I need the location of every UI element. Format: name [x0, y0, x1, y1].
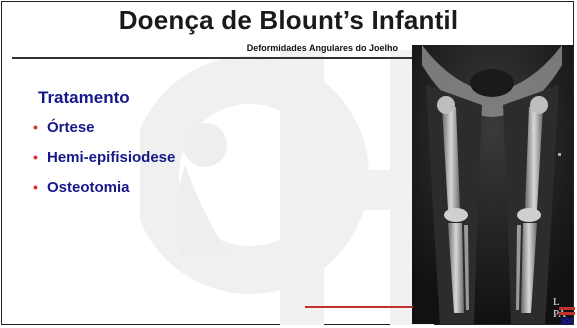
accent-line — [305, 306, 413, 308]
xray-image: L PA — [412, 45, 573, 324]
bullet-text: Osteotomia — [47, 179, 130, 196]
watermark-logo — [140, 50, 434, 325]
bullet-item-ortese: • Órtese — [33, 119, 175, 149]
xray-illustration — [412, 45, 573, 324]
bullet-marker-icon: • — [33, 119, 38, 135]
section-heading: Tratamento — [38, 88, 130, 107]
bullet-text: Hemi-epifisiodese — [47, 149, 176, 166]
title-divider — [12, 57, 412, 59]
xray-label-l: L — [553, 296, 560, 308]
slide-subtitle: Deformidades Angulares do Joelho — [246, 43, 398, 53]
bullet-item-osteotomia: • Osteotomia — [33, 179, 175, 209]
bullet-list: • Órtese • Hemi-epifisiodese • Osteotomi… — [33, 119, 175, 209]
corner-logo-icon — [559, 307, 575, 326]
slide-title: Doença de Blount’s Infantil — [118, 5, 459, 35]
bullet-item-hemi-epifisiodese: • Hemi-epifisiodese — [33, 149, 175, 179]
bullet-marker-icon: • — [33, 179, 38, 195]
bullet-marker-icon: • — [33, 149, 38, 165]
bullet-text: Órtese — [47, 119, 95, 136]
